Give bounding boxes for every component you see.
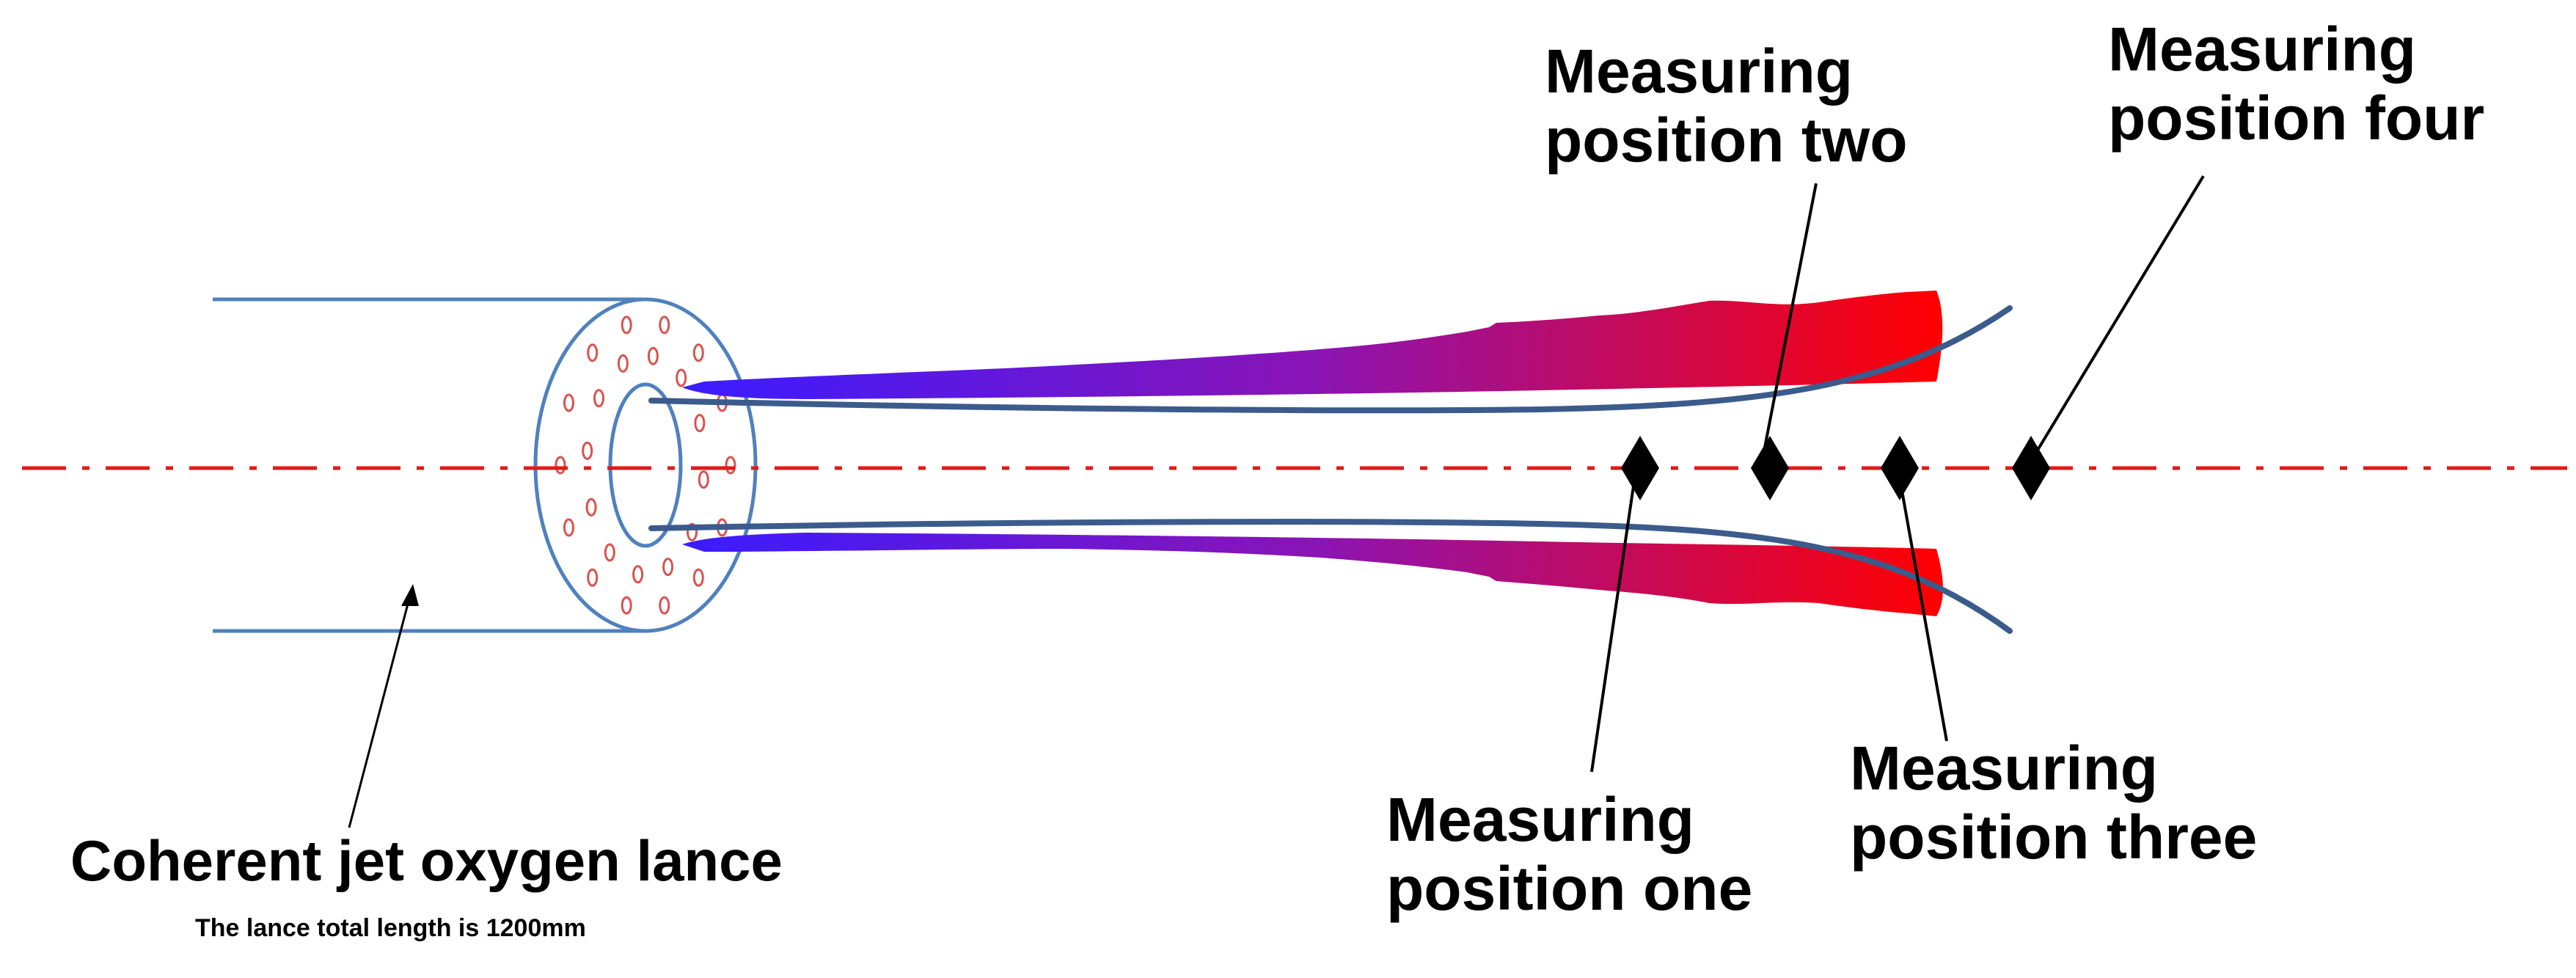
lance-face-inner <box>608 382 683 548</box>
label-measuring-position-two: Measuring position two <box>1545 37 1908 175</box>
nozzle-hole <box>621 596 632 615</box>
label-measuring-position-three: Measuring position three <box>1850 734 2257 872</box>
marker-position-two <box>1751 436 1789 500</box>
nozzle-hole <box>676 368 687 387</box>
lance-body <box>213 297 758 633</box>
nozzle-hole <box>604 543 615 562</box>
nozzle-hole <box>582 441 593 460</box>
nozzle-hole <box>587 568 599 587</box>
nozzle-hole <box>632 565 644 584</box>
jet-boundaries <box>648 305 2013 634</box>
marker-position-three <box>1881 436 1919 500</box>
nozzle-hole <box>659 596 670 615</box>
marker-position-four <box>2012 436 2050 500</box>
nozzle-hole <box>587 343 599 362</box>
label-lance-length: The lance total length is 1200mm <box>195 914 586 942</box>
label-line: Measuring <box>2108 15 2417 84</box>
leader-lines <box>1590 175 2205 773</box>
label-line: Measuring <box>1386 785 1695 854</box>
label-lance-title: Coherent jet oxygen lance <box>70 828 783 893</box>
nozzle-hole <box>692 343 704 362</box>
label-measuring-position-four: Measuring position four <box>2108 15 2484 153</box>
label-line: position three <box>1850 803 2258 872</box>
leader-line-one <box>1590 470 1637 773</box>
label-line: position two <box>1545 106 1908 175</box>
nozzle-hole <box>585 497 597 517</box>
nozzle-hole <box>563 393 574 412</box>
nozzle-hole <box>647 346 659 365</box>
nozzle-hole <box>662 558 674 577</box>
leader-line-four <box>2033 175 2205 456</box>
upper-flame <box>682 291 1943 399</box>
lower-flame <box>682 533 1943 616</box>
nozzle-hole <box>698 470 709 489</box>
leader-line-two <box>1762 183 1818 456</box>
nozzle-hole <box>659 315 670 335</box>
label-line: position one <box>1386 854 1753 924</box>
nozzle-hole <box>593 389 604 408</box>
jet-boundary-upper <box>648 305 2013 414</box>
nozzle-hole <box>687 522 698 541</box>
nozzle-hole <box>725 456 736 475</box>
lance-arrow-shaft <box>348 592 412 828</box>
nozzle-hole <box>555 456 566 475</box>
nozzle-hole <box>563 518 574 537</box>
jet-boundary-lower <box>648 519 2013 634</box>
leader-line-three <box>1898 478 1948 742</box>
lance-pointer-arrow <box>348 584 419 828</box>
nozzle-hole <box>692 568 704 587</box>
nozzle-hole <box>621 315 632 335</box>
nozzle-holes <box>555 315 736 615</box>
label-line: Measuring <box>1545 37 1854 106</box>
label-line: Measuring <box>1850 734 2159 803</box>
label-measuring-position-one: Measuring position one <box>1386 785 1752 923</box>
lance-arrowhead <box>401 584 419 606</box>
nozzle-hole <box>694 414 706 433</box>
nozzle-hole <box>617 354 629 373</box>
measuring-markers <box>1621 436 2050 500</box>
lance-face-outer <box>533 297 758 633</box>
label-line: position four <box>2108 84 2485 153</box>
marker-position-one <box>1621 436 1659 500</box>
